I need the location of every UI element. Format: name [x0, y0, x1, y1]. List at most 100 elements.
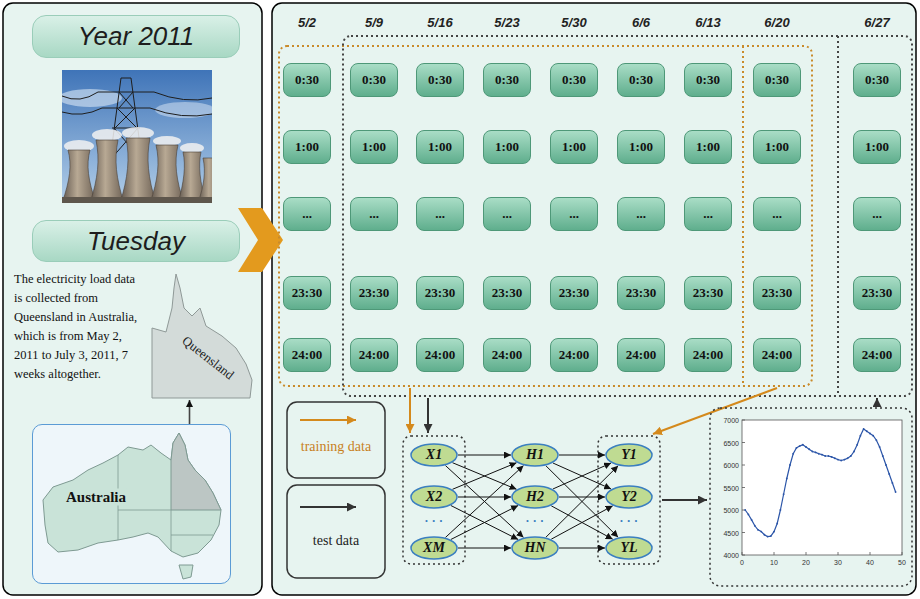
- curve-markers: [853, 451, 855, 453]
- weight-arrow: [551, 506, 612, 539]
- neuron-label: YL: [620, 540, 637, 556]
- time-slot-box: 24:00: [483, 338, 531, 372]
- time-text: ...: [502, 206, 512, 222]
- flow-arrows: [876, 398, 878, 407]
- time-text: 24:00: [292, 347, 322, 363]
- load-curve-chart: [742, 420, 902, 555]
- curve-markers: [879, 446, 881, 448]
- curve-markers: [815, 452, 817, 454]
- axis-ticks: [742, 487, 745, 488]
- weight-arrow: [458, 548, 511, 549]
- time-slot-box: 0:30: [617, 63, 665, 97]
- axis-ticks: [742, 420, 902, 555]
- curve-markers: [850, 455, 852, 457]
- weight-arrow: [445, 466, 523, 538]
- time-text: 24:00: [626, 347, 656, 363]
- time-text: ...: [569, 206, 579, 222]
- time-slot-box: ...: [416, 197, 464, 231]
- time-text: 0:30: [629, 72, 653, 88]
- time-slot-box: 24:00: [853, 338, 901, 372]
- hidden-neuron: H1: [511, 443, 559, 467]
- curve-markers: [799, 445, 801, 447]
- pointer-chevron: [238, 208, 283, 272]
- flow-arrows: [409, 388, 411, 433]
- curve-markers: [876, 439, 878, 441]
- axis-ticks: [806, 552, 807, 555]
- time-text: 1:00: [696, 139, 720, 155]
- power-plant-photo: [120, 138, 156, 203]
- time-slot-box: 1:00: [753, 130, 801, 164]
- time-slot-box: 23:30: [853, 276, 901, 310]
- curve-markers: [783, 493, 785, 495]
- curve-markers: [792, 453, 794, 455]
- curve-markers: [834, 457, 836, 459]
- time-slot-box: 24:00: [283, 338, 331, 372]
- map-pointer-arrow: [189, 400, 191, 424]
- load-curve-chart: [710, 408, 912, 586]
- time-slot-box: 1:00: [617, 130, 665, 164]
- time-text: 1:00: [765, 139, 789, 155]
- output-neuron: Y1: [605, 443, 653, 467]
- y-tick-label: 6000: [723, 462, 739, 469]
- time-text: 0:30: [562, 72, 586, 88]
- legend-text: test data: [313, 533, 359, 549]
- power-plant-photo: [153, 136, 181, 146]
- output-neuron: YL: [605, 536, 653, 560]
- power-plant-photo: [62, 92, 212, 116]
- axis-ticks: [838, 552, 839, 555]
- curve-markers: [818, 453, 820, 455]
- legend-frames: [300, 419, 356, 421]
- curve-markers: [744, 509, 746, 511]
- time-slot-box: 1:00: [483, 130, 531, 164]
- neuron-ellipse: [606, 444, 652, 466]
- curve-markers: [824, 455, 826, 457]
- left-panel: [3, 3, 262, 595]
- y-tick-label: 7000: [723, 417, 739, 424]
- hidden-neuron: H2: [511, 485, 559, 509]
- layer-group-frames: [598, 436, 660, 564]
- weight-arrow: [553, 463, 611, 489]
- time-slot-box: 1:00: [416, 130, 464, 164]
- curve-markers: [882, 455, 884, 457]
- time-slot-box: 0:30: [753, 63, 801, 97]
- power-plant-photo: [180, 143, 204, 153]
- date-header: 6/27: [864, 15, 889, 30]
- time-text: 23:30: [292, 285, 322, 301]
- time-slot-box: ...: [350, 197, 398, 231]
- time-text: 23:30: [762, 285, 792, 301]
- axis-ticks: [902, 552, 903, 555]
- y-tick-label: 5000: [723, 507, 739, 514]
- power-plant-photo: [92, 129, 122, 141]
- time-text: 23:30: [359, 285, 389, 301]
- x-tick-label: 0: [740, 559, 744, 566]
- time-slot-box: 0:30: [853, 63, 901, 97]
- weight-arrow: [559, 455, 605, 456]
- ellipsis-dots: · · ·: [526, 515, 545, 527]
- time-text: ...: [302, 206, 312, 222]
- queensland-outline: [148, 272, 256, 400]
- curve-markers: [872, 435, 874, 437]
- power-plant-photo: [62, 197, 212, 203]
- neuron-label: Y2: [621, 489, 637, 505]
- time-slot-box: 1:00: [853, 130, 901, 164]
- time-slot-box: 1:00: [684, 130, 732, 164]
- legend-frames: [300, 506, 356, 508]
- date-header: 5/9: [365, 15, 383, 30]
- time-slot-box: 23:30: [283, 276, 331, 310]
- time-text: 24:00: [862, 347, 892, 363]
- legend-frames: [287, 402, 385, 478]
- x-tick-label: 50: [898, 559, 906, 566]
- layer-group-frames: [403, 436, 660, 564]
- axis-ticks: [742, 555, 745, 556]
- date-header: 6/6: [632, 15, 650, 30]
- day-banner: Tuesday: [32, 220, 240, 262]
- time-text: 0:30: [428, 72, 452, 88]
- data-split-frames: [837, 36, 839, 396]
- time-text: 1:00: [362, 139, 386, 155]
- curve-markers: [892, 482, 894, 484]
- time-slot-box: 24:00: [753, 338, 801, 372]
- axis-ticks: [742, 532, 745, 533]
- time-text: 1:00: [865, 139, 889, 155]
- data-split-frames: [279, 36, 912, 396]
- neuron-label: Y1: [621, 447, 637, 463]
